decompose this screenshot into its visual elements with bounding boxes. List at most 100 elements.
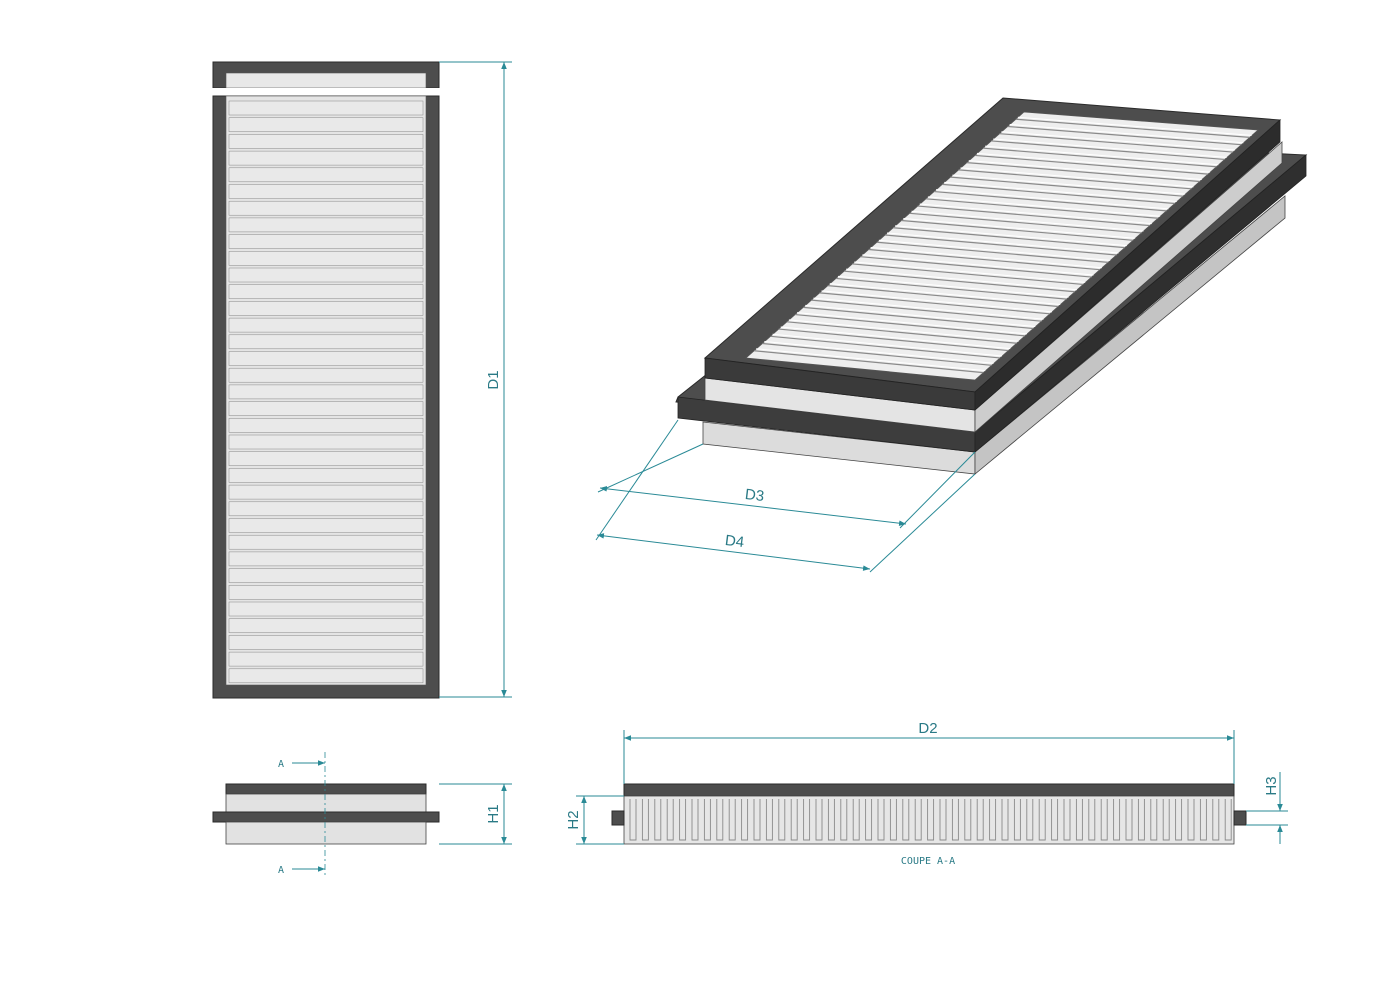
pleat bbox=[985, 145, 1219, 166]
pleat bbox=[228, 184, 424, 199]
pleat bbox=[917, 205, 1150, 227]
pleat bbox=[228, 668, 424, 684]
pleat bbox=[1001, 131, 1236, 151]
section-body bbox=[623, 795, 1235, 845]
pleat bbox=[901, 219, 1134, 241]
pleat bbox=[716, 799, 724, 841]
pleat bbox=[1017, 116, 1252, 136]
pleat bbox=[780, 326, 1011, 350]
pleat bbox=[821, 290, 1052, 313]
pleat bbox=[895, 225, 1127, 247]
pleat bbox=[925, 198, 1159, 219]
pleat bbox=[942, 183, 1175, 205]
isometric-pleats bbox=[754, 116, 1252, 374]
pleat bbox=[819, 292, 1050, 315]
pleat bbox=[228, 585, 424, 600]
pleat bbox=[1150, 799, 1158, 841]
pleat bbox=[228, 451, 424, 466]
pleat bbox=[1175, 799, 1183, 841]
section-title: COUPE A-A bbox=[901, 856, 955, 867]
side-view-body-lower bbox=[225, 821, 427, 845]
pleat bbox=[778, 799, 786, 841]
pleat bbox=[228, 134, 424, 149]
pleat bbox=[803, 306, 1034, 330]
pleat bbox=[228, 551, 424, 567]
pleat bbox=[983, 147, 1217, 168]
pleat bbox=[811, 299, 1042, 322]
pleat bbox=[844, 270, 1075, 293]
pleat bbox=[228, 284, 424, 299]
pleat bbox=[914, 799, 922, 841]
pleat bbox=[1063, 799, 1071, 841]
pleat bbox=[803, 799, 811, 841]
h2-dimension: H2 bbox=[565, 795, 624, 845]
pleat bbox=[795, 313, 1025, 337]
pleat bbox=[951, 799, 959, 841]
pleat bbox=[765, 799, 773, 841]
section-pleats bbox=[629, 799, 1232, 841]
pleat bbox=[641, 799, 649, 841]
pleat bbox=[228, 418, 424, 433]
pleat bbox=[666, 799, 674, 841]
h3-label: H3 bbox=[1263, 776, 1280, 795]
pleat bbox=[228, 334, 424, 350]
pleat bbox=[964, 799, 972, 841]
pleat bbox=[1007, 125, 1242, 146]
pleat bbox=[886, 232, 1119, 254]
d3-d4-dimensions: D3 D4 bbox=[595, 419, 976, 573]
pleat bbox=[228, 351, 424, 366]
pleat bbox=[228, 167, 424, 183]
pleat bbox=[228, 150, 424, 166]
pleat bbox=[999, 133, 1234, 153]
pleat bbox=[837, 275, 1069, 298]
pleat bbox=[1051, 799, 1059, 841]
pleat bbox=[1013, 799, 1021, 841]
pleat bbox=[903, 218, 1136, 239]
pleat bbox=[854, 261, 1086, 283]
pleat bbox=[813, 297, 1044, 320]
d2-dimension: D2 bbox=[623, 720, 1235, 784]
pleat bbox=[786, 321, 1017, 344]
pleat bbox=[691, 799, 699, 841]
section-a-bottom-label: A bbox=[278, 865, 284, 876]
pleat bbox=[840, 799, 848, 841]
pleat bbox=[958, 169, 1192, 190]
pleat bbox=[228, 384, 424, 400]
pleat bbox=[878, 239, 1111, 261]
pleat bbox=[919, 203, 1152, 225]
pleat bbox=[728, 799, 736, 841]
d3-label: D3 bbox=[744, 486, 765, 505]
pleat bbox=[805, 304, 1036, 328]
pleat bbox=[976, 799, 984, 841]
pleat bbox=[902, 799, 910, 841]
d4-label: D4 bbox=[724, 532, 745, 551]
pleat bbox=[228, 568, 424, 583]
pleat bbox=[679, 799, 687, 841]
pleat bbox=[960, 167, 1194, 188]
pleat bbox=[877, 799, 885, 841]
pleat bbox=[1199, 799, 1207, 841]
pleat bbox=[654, 799, 662, 841]
pleat bbox=[1212, 799, 1220, 841]
pleat bbox=[228, 635, 424, 650]
pleat bbox=[827, 799, 835, 841]
pleat bbox=[754, 350, 984, 374]
pleat bbox=[939, 799, 947, 841]
pleat bbox=[1125, 799, 1133, 841]
pleat bbox=[770, 335, 1001, 359]
pleat bbox=[228, 200, 424, 216]
pleat bbox=[909, 212, 1142, 234]
side-view-body-upper bbox=[225, 793, 427, 813]
pleat bbox=[860, 256, 1092, 278]
pleat bbox=[835, 277, 1067, 300]
pleat bbox=[893, 227, 1125, 249]
pleat bbox=[944, 181, 1177, 203]
pleat bbox=[228, 100, 424, 116]
pleat bbox=[228, 251, 424, 266]
section-view: COUPE A-A bbox=[611, 783, 1247, 867]
section-flange-right bbox=[1233, 810, 1247, 826]
pleat bbox=[868, 248, 1100, 271]
pleat bbox=[884, 234, 1117, 256]
pleat bbox=[927, 196, 1161, 217]
pleat bbox=[968, 160, 1202, 180]
